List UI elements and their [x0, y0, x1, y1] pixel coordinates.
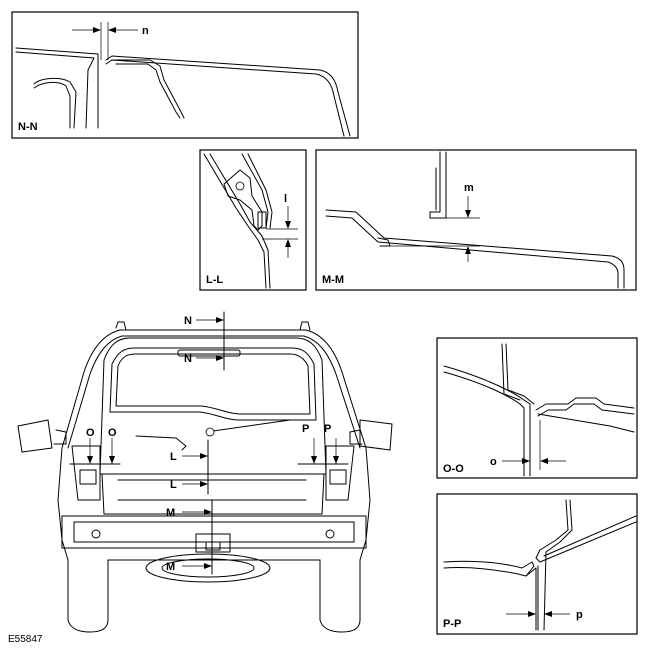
figure-id: E55847 — [8, 634, 43, 645]
section-title-l-l: L-L — [206, 274, 223, 286]
dimension-label-n: n — [142, 25, 149, 37]
section-o-o-panel: o O-O — [436, 337, 638, 479]
marker-o-right: O — [108, 427, 117, 439]
dimension-label-o: o — [490, 456, 497, 468]
marker-p-right: P — [324, 423, 331, 435]
dimension-label-m: m — [464, 182, 474, 194]
section-title-p-p: P-P — [443, 618, 461, 630]
marker-l-top: L — [170, 451, 177, 463]
dimension-label-l: l — [284, 193, 287, 205]
section-markers: N N L L M M O O P P — [69, 311, 349, 575]
section-l-l-panel: l L-L — [199, 149, 307, 291]
section-title-o-o: O-O — [443, 463, 464, 475]
vehicle-rear-view — [17, 321, 393, 633]
section-p-p-panel: p P-P — [436, 493, 638, 635]
section-title-m-m: M-M — [322, 274, 344, 286]
section-title-n-n: N-N — [18, 121, 38, 133]
marker-o-left: O — [86, 427, 95, 439]
section-n-n-panel: n N-N — [11, 11, 359, 139]
marker-n-top: N — [184, 315, 192, 327]
marker-n-bottom: N — [184, 353, 192, 365]
marker-p-left: P — [302, 423, 309, 435]
marker-l-bottom: L — [170, 479, 177, 491]
dimension-label-p: p — [576, 609, 583, 621]
section-m-m-panel: m M-M — [315, 149, 637, 291]
marker-m-bottom: M — [166, 561, 175, 573]
marker-m-top: M — [166, 507, 175, 519]
